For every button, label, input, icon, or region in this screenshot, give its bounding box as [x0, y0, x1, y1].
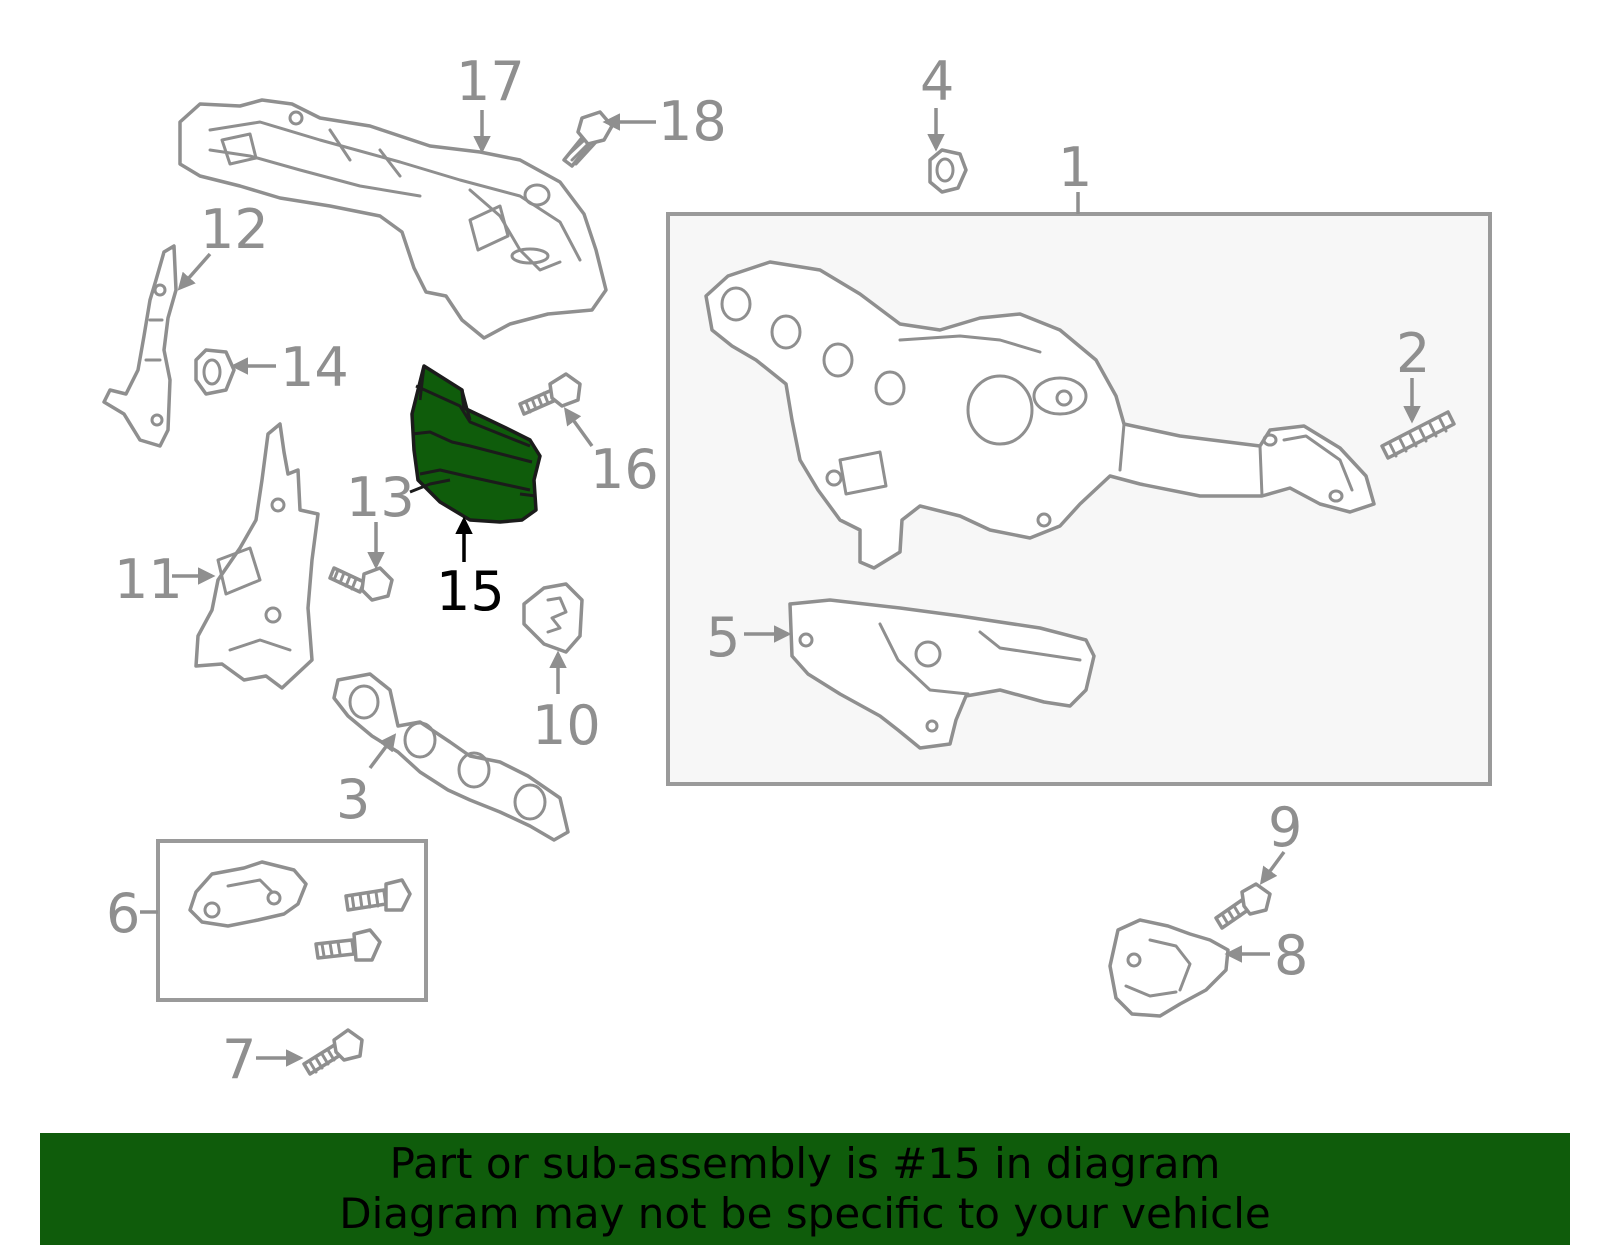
part-10-hanger[interactable] — [522, 582, 584, 654]
leader-12 — [177, 252, 212, 291]
part-2-stud[interactable] — [1380, 410, 1456, 460]
callout-2: 2 — [1396, 322, 1430, 385]
part-3-gasket[interactable] — [332, 672, 570, 842]
callout-6: 6 — [106, 882, 140, 945]
callout-18: 18 — [658, 90, 727, 153]
part-15-heat-shield[interactable] — [409, 364, 542, 524]
banner-line-2: Diagram may not be specific to your vehi… — [339, 1189, 1271, 1238]
part-16-bolt[interactable] — [518, 372, 582, 416]
banner-line-1: Part or sub-assembly is #15 in diagram — [389, 1139, 1221, 1188]
part-4-nut[interactable] — [928, 148, 968, 194]
part-9-bolt[interactable] — [1214, 882, 1272, 930]
part-17-upper-heat-shield[interactable] — [178, 98, 608, 340]
callout-8: 8 — [1274, 924, 1308, 987]
leader-16 — [563, 407, 594, 448]
callout-1: 1 — [1058, 136, 1092, 199]
callout-15: 15 — [436, 560, 505, 623]
callout-10: 10 — [532, 694, 601, 757]
callout-11: 11 — [114, 548, 183, 611]
callout-4: 4 — [920, 50, 954, 113]
callout-3: 3 — [336, 768, 370, 831]
part-8-bracket[interactable] — [1108, 918, 1230, 1018]
callout-12: 12 — [200, 198, 269, 261]
part-7-bolt[interactable] — [302, 1028, 364, 1076]
highlight-banner: Part or sub-assembly is #15 in diagram D… — [40, 1133, 1570, 1245]
part-6-mount-kit[interactable] — [188, 860, 412, 962]
leader-3 — [368, 733, 397, 770]
callout-7: 7 — [222, 1028, 256, 1091]
part-15-body — [410, 364, 542, 524]
callout-13: 13 — [346, 466, 415, 529]
part-5-heat-shield[interactable] — [788, 598, 1096, 750]
part-12-bracket[interactable] — [102, 244, 178, 448]
callout-14: 14 — [280, 336, 349, 399]
callout-16: 16 — [590, 438, 659, 501]
callout-5: 5 — [706, 606, 740, 669]
part-13-bolt[interactable] — [328, 566, 394, 602]
part-18-bolt[interactable] — [562, 110, 614, 168]
leader-9 — [1259, 850, 1286, 885]
callout-17: 17 — [456, 50, 525, 113]
callout-9: 9 — [1268, 796, 1302, 859]
part-11-lower-heat-shield[interactable] — [194, 422, 320, 690]
part-1-manifold-assembly[interactable] — [704, 260, 1376, 570]
part-14-nut[interactable] — [194, 348, 236, 396]
